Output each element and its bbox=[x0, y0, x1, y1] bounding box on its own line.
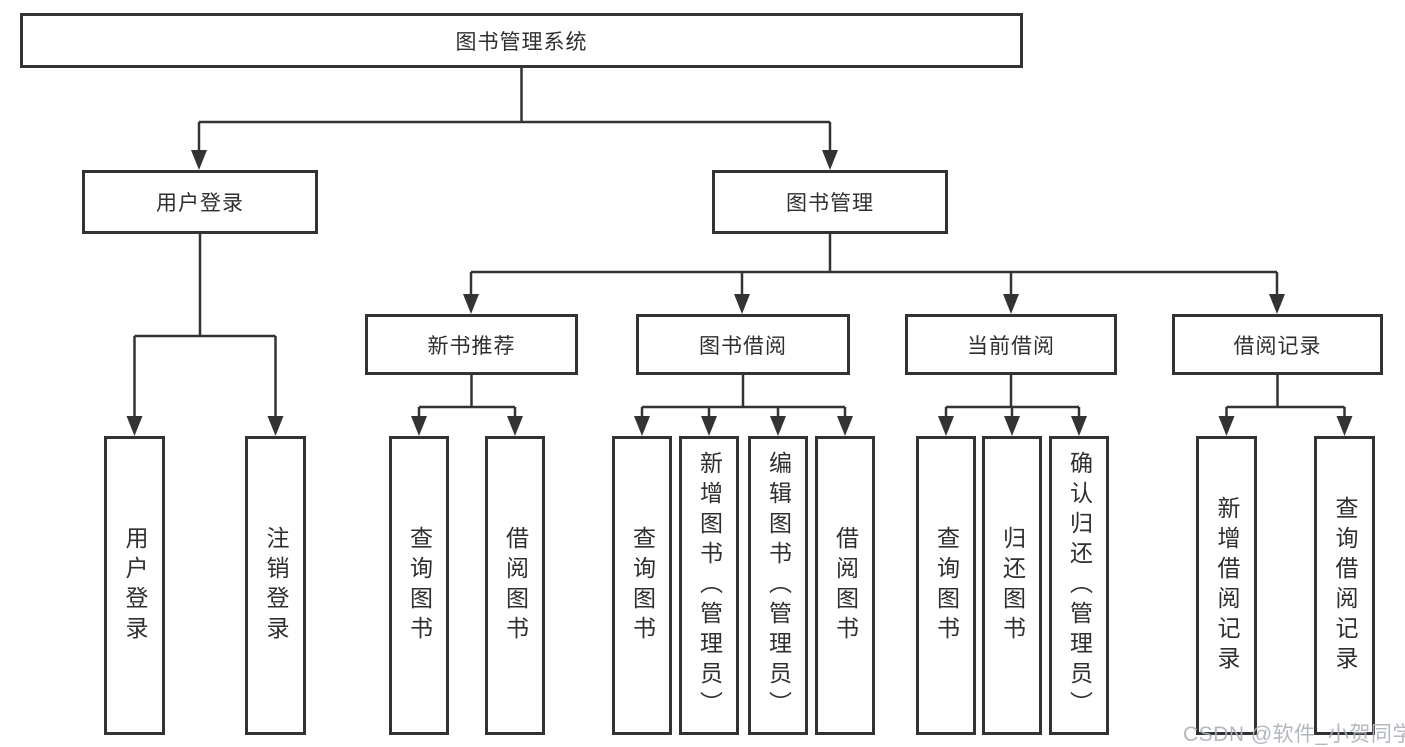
leaf-add-borrow-record-label: 新增借阅记录 bbox=[1214, 495, 1240, 676]
watermark: CSDN @软件_小贺同学 bbox=[1183, 723, 1405, 746]
node-root: 图书管理系统 bbox=[20, 13, 1023, 68]
leaf-query-borrow-record: 查询借阅记录 bbox=[1314, 436, 1375, 735]
node-new-book-recommend: 新书推荐 bbox=[365, 314, 578, 375]
connector-bookborrow-to-leaves bbox=[640, 375, 847, 419]
leaf-edit-books-admin: 编辑图书（管理员） bbox=[748, 436, 808, 735]
leaf-user-login: 用户登录 bbox=[104, 436, 165, 735]
leaf-query-books-recommend-label: 查询图书 bbox=[406, 525, 433, 646]
leaf-query-books-recommend: 查询图书 bbox=[389, 436, 449, 735]
node-user-login: 用户登录 bbox=[82, 170, 318, 234]
connector-userlogin-to-leaves bbox=[133, 234, 277, 418]
leaf-query-borrow-record-label: 查询借阅记录 bbox=[1332, 495, 1358, 676]
node-book-borrow: 图书借阅 bbox=[636, 314, 850, 375]
leaf-return-books: 归还图书 bbox=[982, 436, 1042, 735]
leaf-return-books-label: 归还图书 bbox=[999, 525, 1026, 646]
leaf-borrow-books: 借阅图书 bbox=[815, 436, 875, 735]
leaf-logout-label: 注销登录 bbox=[263, 525, 289, 646]
connector-bookmgmt-to-level3 bbox=[469, 234, 1279, 296]
leaf-query-books-current-label: 查询图书 bbox=[933, 525, 960, 646]
leaf-logout: 注销登录 bbox=[245, 436, 306, 735]
node-borrow-records: 借阅记录 bbox=[1172, 314, 1383, 375]
leaf-query-books-borrow: 查询图书 bbox=[612, 436, 672, 735]
connector-currentborrow-to-leaves bbox=[944, 375, 1081, 419]
leaf-user-login-label: 用户登录 bbox=[122, 525, 148, 646]
node-current-borrow: 当前借阅 bbox=[905, 314, 1117, 375]
leaf-borrow-books-label: 借阅图书 bbox=[832, 525, 859, 646]
connector-newbook-to-leaves bbox=[417, 375, 517, 419]
node-book-management: 图书管理 bbox=[712, 170, 948, 234]
leaf-edit-books-admin-label: 编辑图书（管理员） bbox=[765, 450, 792, 721]
connector-borrowrecords-to-leaves bbox=[1225, 375, 1346, 419]
leaf-query-books-borrow-label: 查询图书 bbox=[629, 525, 656, 646]
leaf-borrow-books-recommend-label: 借阅图书 bbox=[502, 525, 529, 646]
leaf-add-borrow-record: 新增借阅记录 bbox=[1196, 436, 1257, 735]
leaf-query-books-current: 查询图书 bbox=[916, 436, 976, 735]
leaf-add-books-admin: 新增图书（管理员） bbox=[679, 436, 739, 735]
leaf-borrow-books-recommend: 借阅图书 bbox=[485, 436, 545, 735]
leaf-confirm-return-admin: 确认归还（管理员） bbox=[1049, 436, 1109, 735]
leaf-add-books-admin-label: 新增图书（管理员） bbox=[696, 450, 723, 721]
leaf-confirm-return-admin-label: 确认归还（管理员） bbox=[1066, 450, 1093, 721]
connector-root-to-level2 bbox=[197, 68, 832, 152]
